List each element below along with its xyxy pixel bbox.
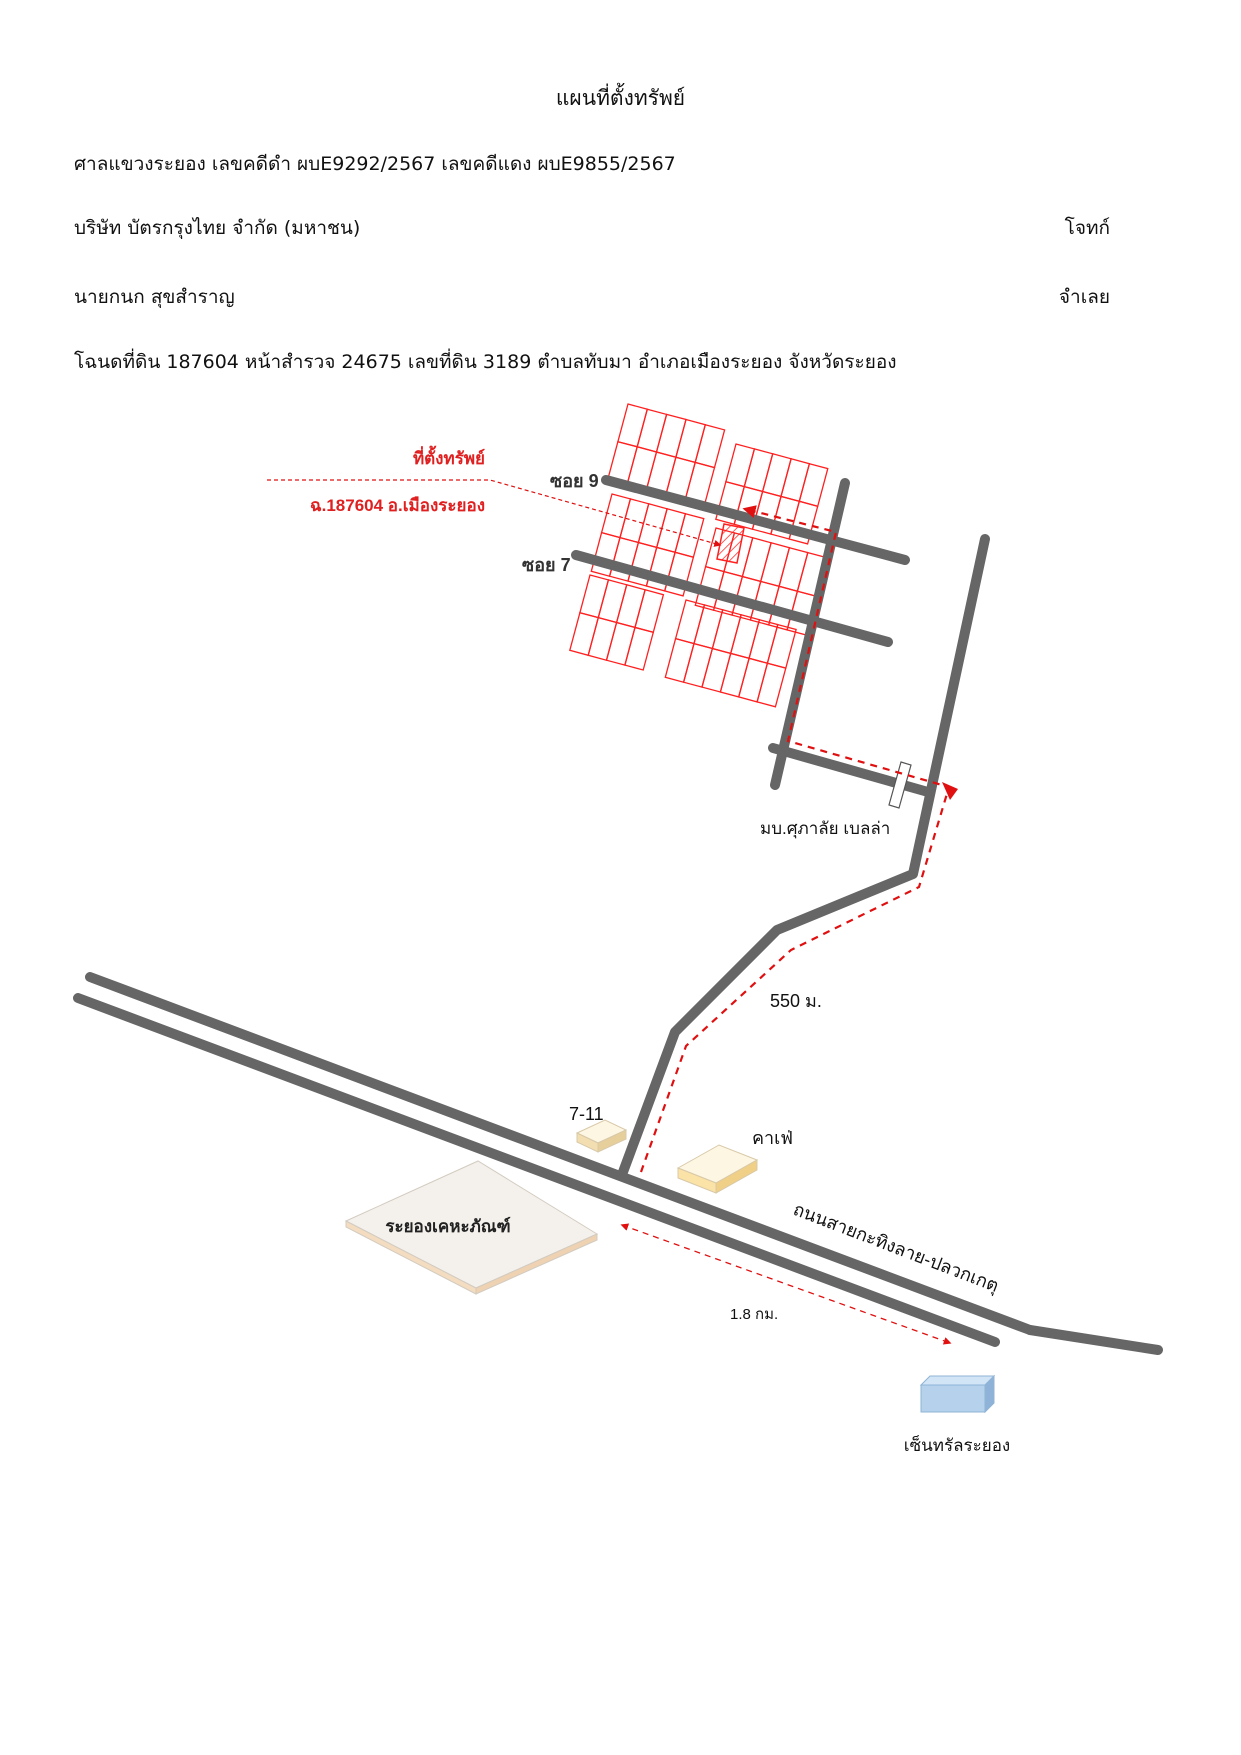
central-mall-icon xyxy=(919,1374,996,1414)
route-gate-arrow-icon xyxy=(942,782,958,800)
soi-9-label: ซอย 9 xyxy=(550,471,599,491)
plaintiff-name: บริษัท บัตรกรุงไทย จำกัด (มหาชน) xyxy=(74,217,361,239)
village-roads xyxy=(571,475,933,797)
land-plot-cell xyxy=(756,662,787,708)
village-gate-icon xyxy=(888,761,912,809)
distance-1-8km-label: 1.8 กม. xyxy=(730,1306,778,1323)
target-parcel[interactable] xyxy=(716,523,745,564)
distance-arrow-1-8km xyxy=(620,1223,952,1345)
store-711-label: 7-11 xyxy=(569,1104,604,1124)
cafe-icon xyxy=(676,1144,759,1194)
village-label: มบ.ศุภาลัย เบลล่า xyxy=(760,819,890,839)
property-label: ที่ตั้งทรัพย์ xyxy=(413,445,485,468)
central-mall-label: เซ็นทรัลระยอง xyxy=(904,1434,1010,1455)
home-store-building-icon xyxy=(344,1160,599,1295)
plaintiff-role: โจทก์ xyxy=(1064,217,1110,239)
main-highway xyxy=(73,972,1163,1355)
title-deed-line: โฉนดที่ดิน 187604 หน้าสำรวจ 24675 เลขที่… xyxy=(74,351,897,373)
access-road xyxy=(618,534,990,1177)
soi-7-label: ซอย 7 xyxy=(522,555,571,575)
court-case-line: ศาลแขวงระยอง เลขคดีดำ ผบE9292/2567 เลขคด… xyxy=(74,153,676,175)
page-title: แผนที่ตั้งทรัพย์ xyxy=(555,86,686,110)
store-711-icon xyxy=(575,1119,628,1153)
cafe-label: คาเฟ่ xyxy=(752,1128,793,1148)
property-deed-label: ฉ.187604 อ.เมืองระยอง xyxy=(310,495,485,515)
defendant-role: จำเลย xyxy=(1058,286,1110,308)
land-plot-cell xyxy=(798,462,829,508)
defendant-name: นายกนก สุขสำราญ xyxy=(74,286,235,308)
land-plot-cell xyxy=(694,423,726,469)
distance-550m-label: 550 ม. xyxy=(770,991,822,1011)
home-store-label: ระยองเคหะภัณฑ์ xyxy=(385,1216,510,1236)
land-plot-cell xyxy=(624,626,655,671)
route-path xyxy=(639,505,951,1173)
land-plot-cell xyxy=(634,589,665,634)
land-plot-cell xyxy=(674,512,705,558)
land-plots xyxy=(569,403,829,708)
